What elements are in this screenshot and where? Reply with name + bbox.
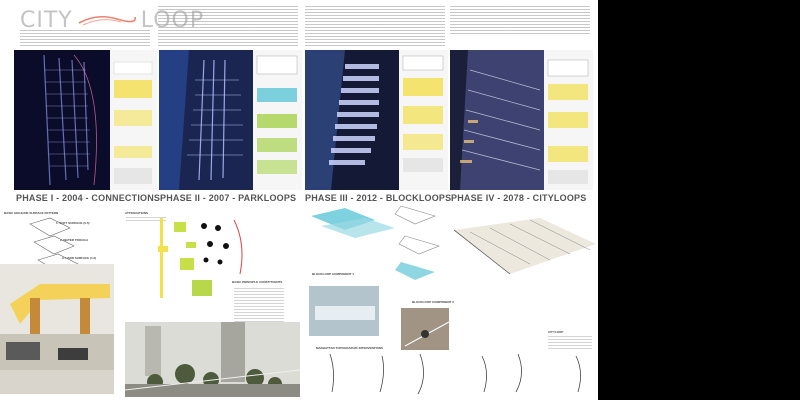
phase-1-label: PHASE I - 2004 - CONNECTIONS [16,193,161,203]
attenuations-notes [126,217,166,223]
caption-hard-surface: 3. HARD SURFACE (1.0) [62,256,97,260]
phase-3-map [305,50,448,190]
caption-blockloop-2: BLOCKLOOP COMPONENT 2 [412,300,454,304]
phase-2-label: PHASE II - 2007 - PARKLOOPS [160,193,297,203]
caption-basic-surface: BASIC HIGHLINE SURFACE PATTERN [4,211,59,215]
principles-notes [234,288,284,326]
caption-basic-principles: BASIC PRINCIPLE CONSTITUENTS [232,280,283,284]
cityloop-aerial [453,218,596,275]
caption-blockloop-1: BLOCKLOOP COMPONENT 1 [312,272,354,276]
intro-text-block-3 [305,6,445,48]
intro-text-block-2 [158,6,298,48]
phase-2-panel [159,50,302,190]
blockloop-illustrations [309,206,450,350]
phase-1-map [14,50,157,190]
park-diagram [158,218,243,298]
cityloop-notes [548,336,592,350]
loop-swoosh-icon [78,15,136,25]
caption-cityloop: CITYLOOP [548,330,564,334]
caption-water-trough: 2. WATER TROUGH [60,238,88,242]
manhattan-outlines [329,353,581,395]
caption-soft-surface: 1. SOFT SURFACE (0.5) [56,221,90,225]
poster-sheet: CITY LOOP [0,0,598,400]
phase-3-label: PHASE III - 2012 - BLOCKLOOPS [305,193,452,203]
intro-text-block-1 [20,30,150,48]
highline-section-illustration [0,217,114,394]
intro-text-block-4 [450,6,590,36]
park-perspective-illustration [125,322,300,397]
phase-4-panel [450,50,593,190]
phase-2-map [159,50,302,190]
phase-3-panel [305,50,448,190]
caption-attenuations: ATTENUATIONS [125,211,149,215]
phase-4-map [450,50,593,190]
title-city: CITY [20,8,73,33]
caption-manhattan: MANHATTAN TOPOGRAPHIC INTERVENTIONS [316,346,383,350]
phase-4-label: PHASE IV - 2078 - CITYLOOPS [451,193,587,203]
phase-1-panel [14,50,157,190]
